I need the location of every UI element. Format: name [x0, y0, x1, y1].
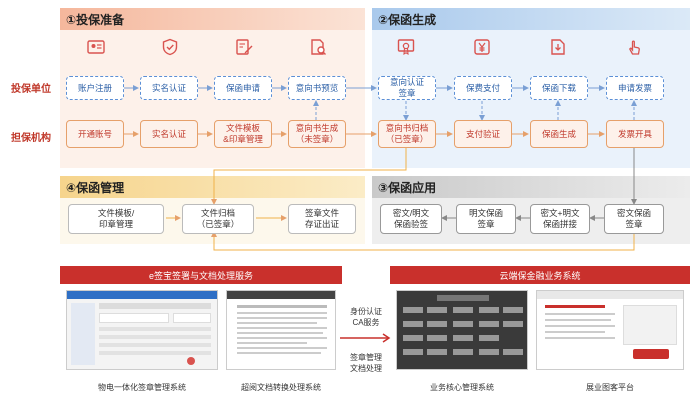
org-step-verify: 实名认证	[140, 120, 198, 148]
insured-step-invoice: 申请发票	[606, 76, 664, 100]
right-system-header: 云端保金融业务系统	[390, 266, 690, 284]
mgmt-step-archive: 文件归档 （已签章）	[182, 204, 254, 234]
mgmt-step-evidence: 签章文件 存证出证	[288, 204, 356, 234]
document-preview-icon	[308, 38, 328, 56]
section-title-guarantee-gen: ②保函生成	[372, 8, 690, 30]
app-step-cipher-sign: 密文保函 签章	[604, 204, 664, 234]
org-step-open-account: 开通账号	[66, 120, 124, 148]
marketing-platform-screenshot	[536, 290, 684, 370]
section-title-guarantee-mgmt: ④保函管理	[60, 176, 365, 198]
section-title-investment-prep: ①投保准备	[60, 8, 365, 30]
insured-step-preview: 意向书预览	[288, 76, 346, 100]
right-caption-marketing: 展业图客平台	[586, 383, 634, 392]
left-caption-signing: 物电一体化签章管理系统	[98, 383, 186, 392]
org-step-template-seal: 文件模板 &印章管理	[214, 120, 272, 148]
right-caption-core: 业务核心管理系统	[430, 383, 494, 392]
org-step-invoice-issue: 发票开具	[606, 120, 664, 148]
document-conversion-screenshot	[226, 290, 336, 370]
shield-check-icon	[160, 38, 180, 56]
insured-step-sign: 意向认证 签章	[378, 76, 436, 100]
org-step-guarantee-generate: 保函生成	[530, 120, 588, 148]
org-step-intent-archive: 意向书归档 （已签章）	[378, 120, 436, 148]
certificate-icon	[396, 38, 416, 56]
section-title-guarantee-app: ③保函应用	[372, 176, 690, 198]
id-card-icon	[86, 38, 106, 56]
row-label-insured-unit: 投保单位	[11, 84, 51, 95]
mgmt-step-template-seal: 文件模板/ 印章管理	[68, 204, 164, 234]
left-caption-conversion: 超阅文档转换处理系统	[241, 383, 321, 392]
row-label-guarantee-org: 担保机构	[11, 133, 51, 144]
yuan-payment-icon	[472, 38, 492, 56]
insured-step-verify: 实名认证	[140, 76, 198, 100]
insured-step-apply: 保函申请	[214, 76, 272, 100]
edit-document-icon	[234, 38, 254, 56]
signing-system-screenshot	[66, 290, 218, 370]
core-system-screenshot	[396, 290, 528, 370]
app-step-verify-sign: 密文/明文 保函验签	[380, 204, 442, 234]
app-step-splice: 密文+明文 保函拼接	[530, 204, 590, 234]
touch-click-icon	[624, 38, 644, 56]
left-system-header: e签宝签署与文档处理服务	[60, 266, 342, 284]
middle-label-ca: 身份认证 CA服务	[350, 307, 382, 328]
org-step-payment-verify: 支付验证	[454, 120, 512, 148]
app-step-plain-sign: 明文保函 签章	[456, 204, 516, 234]
org-step-intent-generate: 意向书生成 （未签章）	[288, 120, 346, 148]
insured-step-download: 保函下载	[530, 76, 588, 100]
insured-step-register: 账户注册	[66, 76, 124, 100]
insured-step-pay: 保费支付	[454, 76, 512, 100]
middle-label-signing: 签章管理 文档处理	[350, 353, 382, 374]
download-document-icon	[548, 38, 568, 56]
